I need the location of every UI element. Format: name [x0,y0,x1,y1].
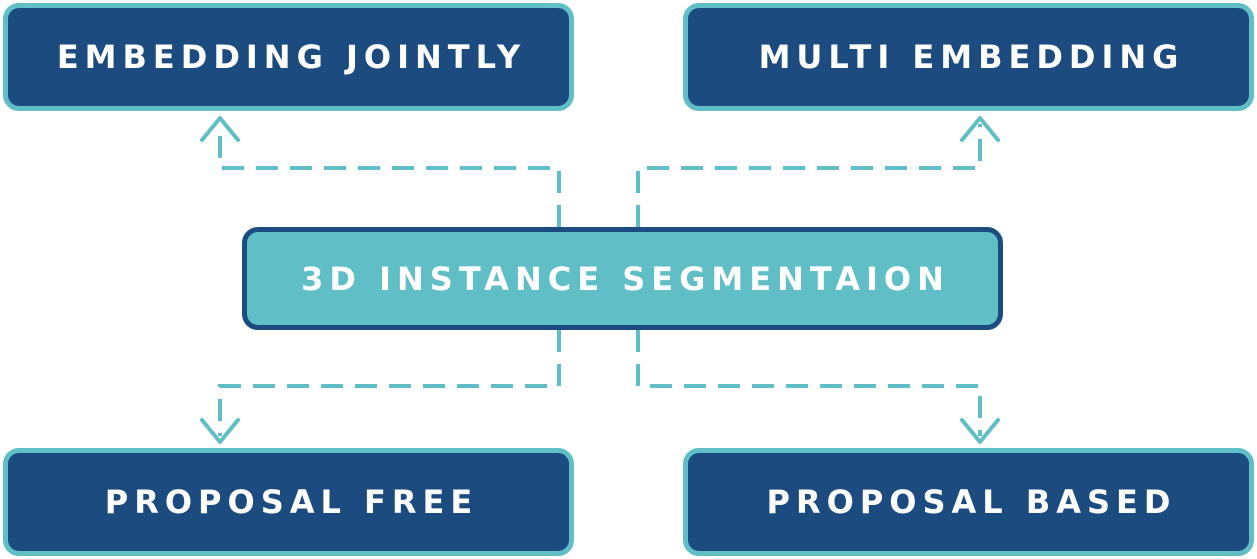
arrowhead-down-left-icon [200,418,240,444]
arrowhead-up-right-icon [960,116,1000,142]
node-embedding-jointly: EMBEDDING JOINTLY [3,3,574,111]
node-proposal-free-label: PROPOSAL FREE [104,483,479,521]
node-3d-instance-segmentation: 3D INSTANCE SEGMENTAION [242,227,1003,330]
arrowhead-down-right-icon [960,418,1000,444]
connector-to-embedding-jointly [218,124,561,227]
node-embedding-jointly-label: EMBEDDING JOINTLY [56,38,527,76]
connector-to-proposal-free [218,330,561,436]
node-proposal-based: PROPOSAL BASED [683,448,1254,556]
node-3d-instance-segmentation-label: 3D INSTANCE SEGMENTAION [301,259,950,298]
node-multi-embedding: MULTI EMBEDDING [683,3,1254,111]
node-proposal-based-label: PROPOSAL BASED [766,483,1177,521]
connector-to-multi-embedding [636,124,982,227]
node-multi-embedding-label: MULTI EMBEDDING [758,38,1185,76]
arrowhead-up-left-icon [200,116,240,142]
connector-to-proposal-based [636,330,982,436]
node-proposal-free: PROPOSAL FREE [3,448,574,556]
